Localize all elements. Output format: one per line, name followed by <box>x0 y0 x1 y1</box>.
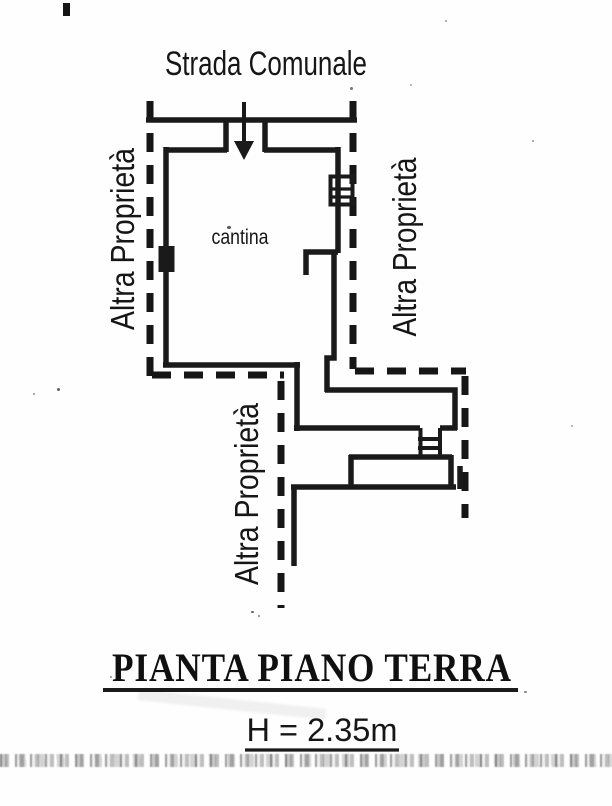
entrance-arrow-icon <box>234 102 254 160</box>
scan-speckle <box>350 87 353 90</box>
corridor-east-wall <box>325 387 458 430</box>
page-title: PIANTA PIANO TERRA <box>112 645 512 690</box>
cantina-left-pilaster <box>158 246 175 272</box>
scan-speckle <box>227 226 231 229</box>
cantina-right-pilaster <box>303 249 338 275</box>
property-boundary <box>146 101 469 608</box>
scan-speckle <box>571 425 573 427</box>
scan-speckle <box>33 393 35 395</box>
scan-speckle <box>524 691 527 693</box>
scan-speckle <box>57 388 60 391</box>
cantina-right-wall-lower <box>324 252 337 392</box>
entrance-arrow-head <box>234 141 254 160</box>
scan-artifact-tick <box>63 3 70 16</box>
boundary-label-bottom: Altra Proprietà <box>228 402 265 585</box>
boundary-label-left: Altra Proprietà <box>104 147 141 330</box>
scan-speckle <box>258 615 260 617</box>
scan-speckle <box>410 84 412 86</box>
building-walls <box>146 117 463 566</box>
height-note: H = 2.35m <box>247 712 398 748</box>
stairs-symbol <box>418 428 442 456</box>
scan-speckle <box>251 611 254 613</box>
room-label-cantina: cantina <box>212 226 269 249</box>
scan-speckle <box>445 20 447 22</box>
scan-speckle <box>110 676 112 678</box>
street-label: Strada Comunale <box>165 45 367 83</box>
scan-noise-band <box>0 754 612 767</box>
scan-speckle <box>532 140 534 142</box>
boundary-label-right: Altra Proprietà <box>386 157 423 337</box>
